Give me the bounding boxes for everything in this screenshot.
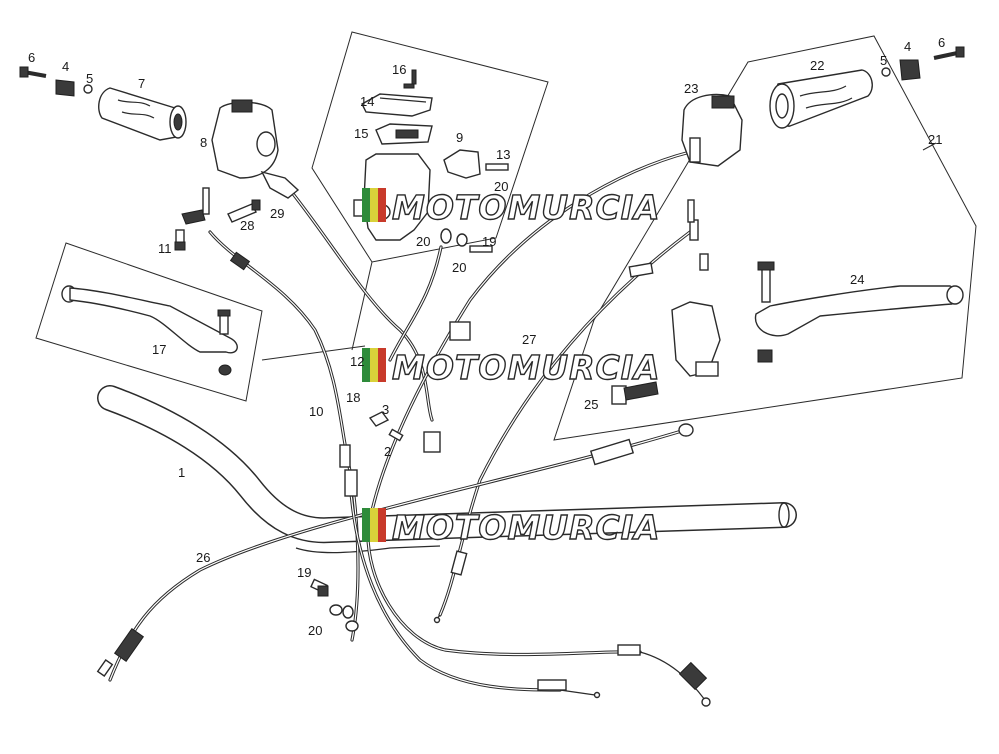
label-27: 27 [522, 332, 536, 347]
switch-housing-icon-right [681, 93, 743, 167]
label-19-upper: 19 [482, 234, 496, 249]
label-3: 3 [382, 402, 389, 417]
label-11: 11 [158, 241, 172, 256]
label-20-d: 20 [308, 623, 322, 638]
small-parts-center [368, 411, 404, 442]
label-23: 23 [684, 81, 698, 96]
label-20-b: 20 [452, 260, 466, 275]
callout-box-master-cylinder [311, 31, 549, 263]
watermark-logo: MOTOMURCIA [362, 347, 661, 388]
label-5-right: 5 [880, 53, 887, 68]
bolt-icon [19, 66, 93, 97]
grip-icon-right [769, 46, 965, 129]
label-10: 10 [309, 404, 323, 419]
label-6-left: 6 [28, 50, 35, 65]
label-5-left: 5 [86, 71, 93, 86]
callout-box-left-lever [35, 242, 263, 402]
label-7: 7 [138, 76, 145, 91]
watermark-text-1: MOTOMURCIA [392, 188, 661, 227]
label-17: 17 [152, 342, 166, 357]
label-28: 28 [240, 218, 254, 233]
label-9: 9 [456, 130, 463, 145]
bolt-icon-lower [310, 578, 359, 632]
watermark-logo: MOTOMURCIA [362, 507, 661, 548]
label-15: 15 [354, 126, 368, 141]
label-4-right: 4 [904, 39, 911, 54]
lever-icon-right [611, 199, 964, 405]
label-20-a: 20 [416, 234, 430, 249]
label-16: 16 [392, 62, 406, 77]
cable-fittings [96, 251, 711, 707]
switch-housing-icon [211, 99, 300, 199]
label-12: 12 [350, 354, 364, 369]
label-22: 22 [810, 58, 824, 73]
callout-line-21 [922, 142, 937, 151]
label-2: 2 [384, 444, 391, 459]
label-8: 8 [200, 135, 207, 150]
small-parts-left [174, 187, 261, 251]
part-labels: 1 2 3 4 4 5 5 6 6 7 8 9 10 11 12 13 14 1… [28, 35, 945, 638]
callout-box-right-lever [553, 35, 977, 441]
label-18: 18 [346, 390, 360, 405]
label-26: 26 [196, 550, 210, 565]
label-6-right: 6 [938, 35, 945, 50]
label-29: 29 [270, 206, 284, 221]
label-20-c: 20 [494, 179, 508, 194]
callout-line-17 [261, 345, 366, 361]
label-14: 14 [360, 94, 374, 109]
lever-icon [61, 285, 238, 376]
label-1: 1 [178, 465, 185, 480]
label-25: 25 [584, 397, 598, 412]
grip-icon [98, 87, 187, 141]
watermark-logo: MOTOMURCIA [362, 187, 661, 228]
watermark-text-2: MOTOMURCIA [392, 348, 661, 387]
label-13: 13 [496, 147, 510, 162]
watermark-text-3: MOTOMURCIA [392, 508, 661, 547]
label-21: 21 [928, 132, 942, 147]
label-4-left: 4 [62, 59, 69, 74]
callout-line-12 [351, 261, 373, 351]
label-24: 24 [850, 272, 864, 287]
label-19-lower: 19 [297, 565, 311, 580]
